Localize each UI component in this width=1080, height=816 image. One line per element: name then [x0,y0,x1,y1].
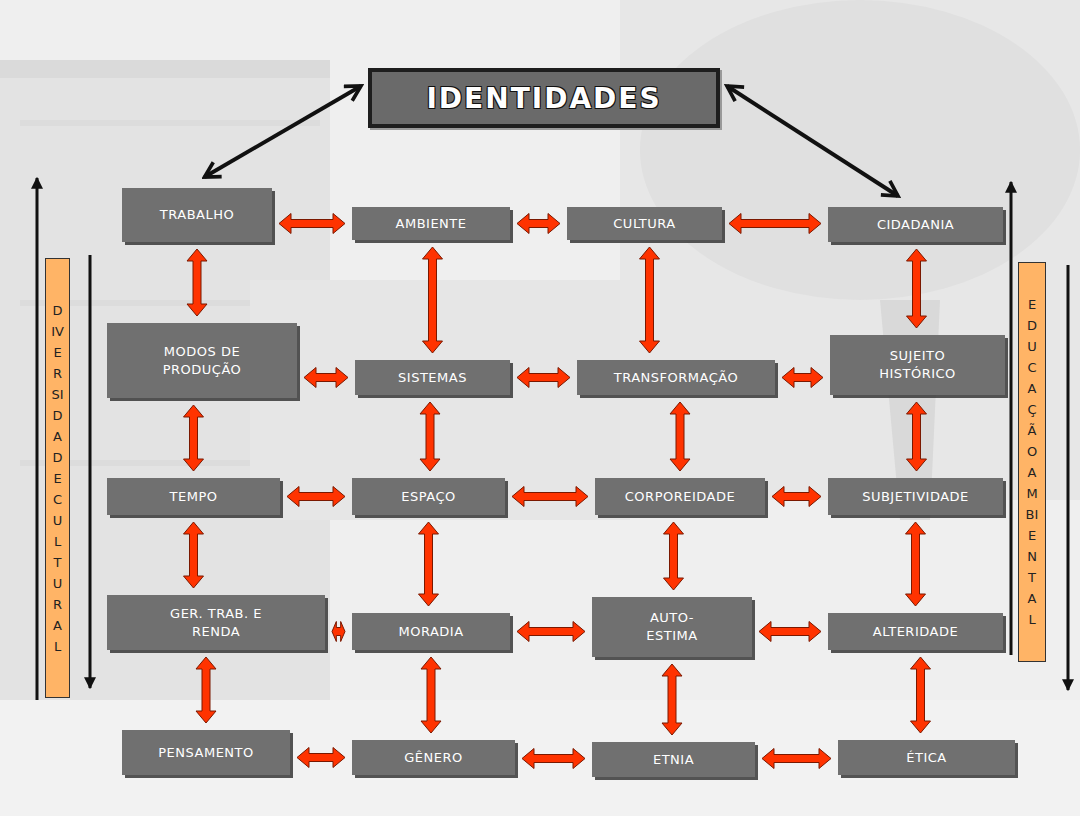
double-arrow [772,487,821,507]
side-arrow [1010,182,1013,655]
box-label: TEMPO [170,488,218,506]
double-arrow [662,664,682,735]
concept-box: ESPAÇO [352,478,505,515]
box-label: PENSAMENTO [158,744,254,762]
double-arrow [287,487,345,507]
double-arrow [279,214,345,234]
double-arrow [512,487,588,507]
double-arrow [517,622,585,642]
double-arrow [906,522,926,606]
box-label: ALTERIDADE [873,623,958,641]
title-box: IDENTIDADES [368,68,720,128]
concept-box: CIDADANIA [828,207,1003,242]
box-label: ÉTICA [906,749,946,767]
box-label: ESPAÇO [401,488,455,506]
box-label: SUJEITO HISTÓRICO [865,347,970,382]
double-arrow [297,748,345,768]
double-arrow [517,368,570,388]
concept-box: PENSAMENTO [122,730,290,775]
double-arrow [421,657,441,733]
side-band: EDUCAÇÃO AMBIENTAL [1018,262,1046,662]
concept-box: ÉTICA [838,740,1015,775]
double-arrow [304,368,348,388]
double-arrow [640,247,660,353]
double-arrow [420,402,440,471]
double-arrow [184,405,204,471]
title-text: IDENTIDADES [426,82,661,115]
box-label: SUBJETIVIDADE [862,488,969,506]
concept-box: TRANSFORMAÇÃO [577,360,775,395]
box-label: MORADIA [398,623,463,641]
double-arrow [670,402,690,471]
side-band: DIVERSIDADE CULTURAL [45,258,70,698]
double-arrow [762,749,831,769]
box-label: CULTURA [613,215,675,233]
concept-box: CULTURA [567,207,722,240]
double-arrow [729,214,821,234]
concept-box: GER. TRAB. E RENDA [107,595,325,650]
concept-box: ETNIA [592,742,755,777]
side-arrow [89,255,92,688]
double-arrow [423,247,443,353]
box-label: MODOS DE PRODUÇÃO [145,343,260,378]
concept-box: AUTO- ESTIMA [592,597,752,657]
concept-box: GÊNERO [352,740,515,775]
box-label: GÊNERO [404,749,463,767]
double-arrow [187,249,207,316]
box-label: SISTEMAS [398,369,467,387]
double-arrow [759,622,821,642]
band-text: DIVERSIDADE CULTURAL [51,300,64,657]
concept-box: TEMPO [107,478,280,515]
box-label: CIDADANIA [877,216,954,234]
concept-box: SUBJETIVIDADE [828,478,1003,515]
concept-box: MORADIA [352,613,510,650]
box-label: TRANSFORMAÇÃO [614,369,738,387]
concept-box: SISTEMAS [355,360,510,395]
double-arrow [522,749,585,769]
side-arrow [1067,265,1070,690]
box-label: CORPOREIDADE [625,488,735,506]
double-arrow [911,657,931,733]
double-arrow [184,522,204,588]
identity-arrow [727,86,898,196]
double-arrow [782,368,823,388]
double-arrow [664,522,684,590]
concept-box: CORPOREIDADE [595,478,765,515]
concept-box: MODOS DE PRODUÇÃO [107,323,297,398]
double-arrow [419,522,439,606]
side-arrow [36,178,39,700]
double-arrow [196,657,216,723]
double-arrow [517,214,560,234]
box-label: AUTO- ESTIMA [637,609,707,644]
box-label: ETNIA [653,751,694,769]
double-arrow [332,622,345,642]
band-text: EDUCAÇÃO AMBIENTAL [1026,294,1039,630]
concept-box: SUJEITO HISTÓRICO [830,335,1005,395]
double-arrow [907,249,927,328]
concept-box: AMBIENTE [352,207,510,240]
box-label: TRABALHO [160,206,234,224]
concept-box: ALTERIDADE [828,613,1003,650]
identity-arrow [205,86,362,177]
double-arrow [907,402,927,471]
box-label: AMBIENTE [396,215,467,233]
box-label: GER. TRAB. E RENDA [154,605,279,640]
concept-box: TRABALHO [122,188,272,242]
